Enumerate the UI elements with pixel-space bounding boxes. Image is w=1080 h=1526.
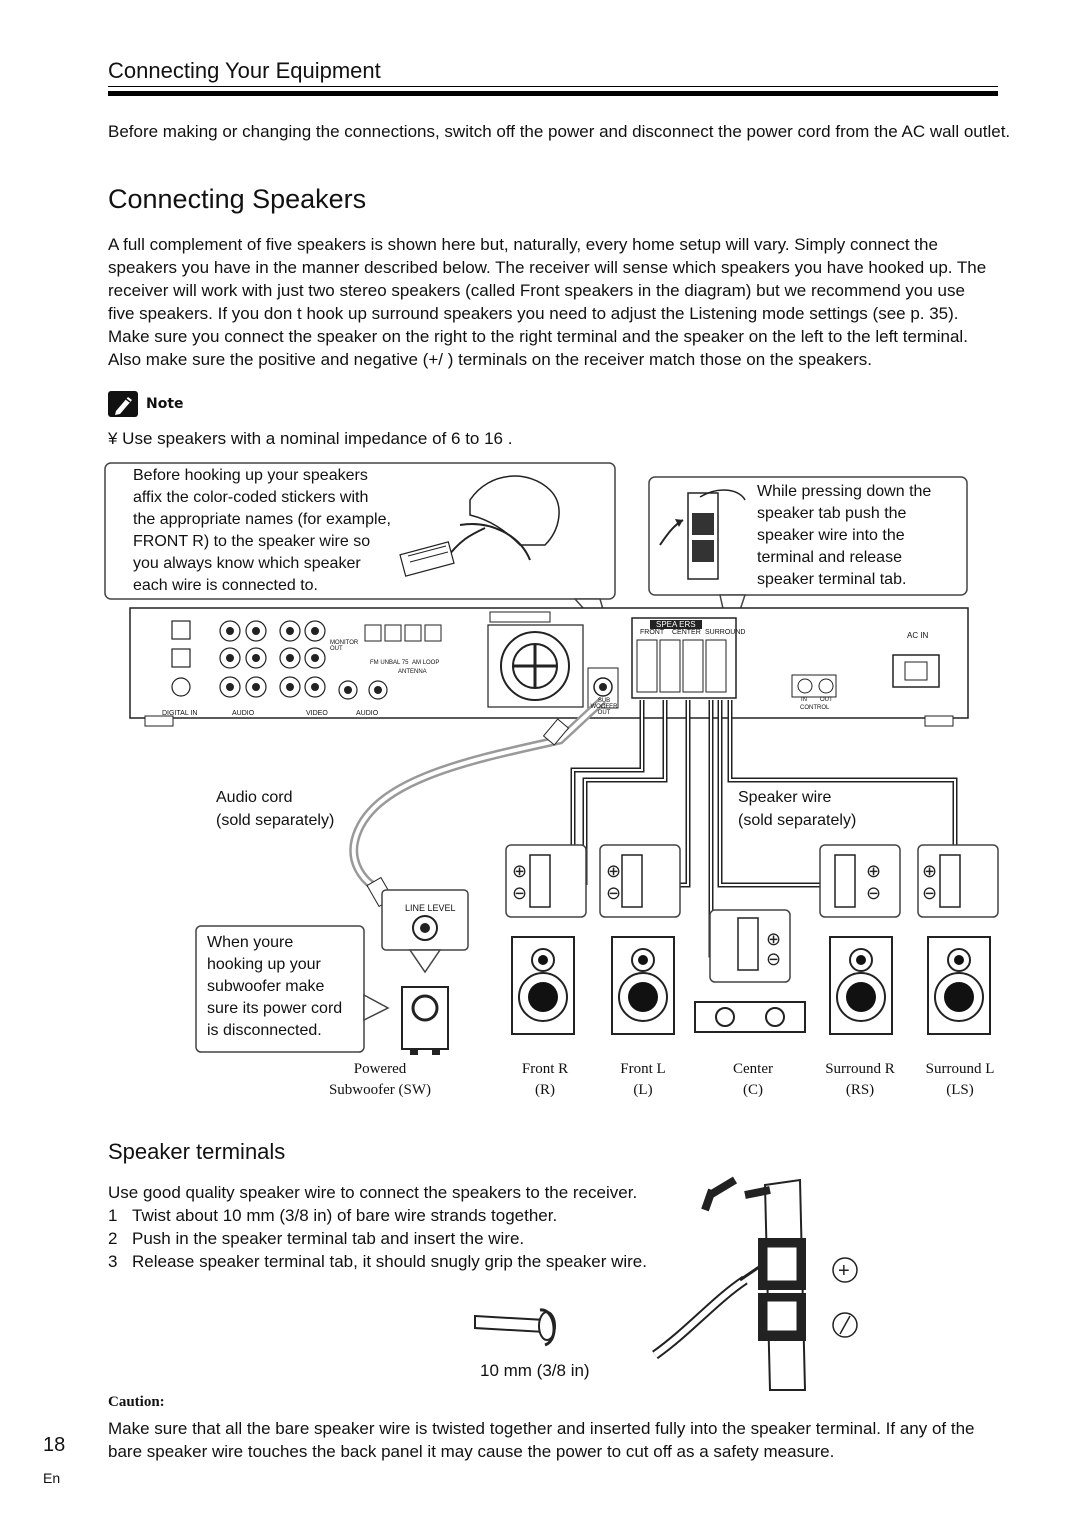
svg-text:⊖: ⊖ — [766, 949, 781, 969]
control-out-label: OUT — [820, 697, 833, 703]
page-heading: Connecting Speakers — [108, 184, 367, 214]
audio-panel-label: AUDIO — [232, 710, 255, 717]
surround-panel-label: SURROUND — [705, 629, 746, 636]
wire-length-label: 10 mm (3/8 in) — [480, 1361, 590, 1380]
language-marker: En — [43, 1470, 61, 1486]
speaker-label-surround-r: Surround R (RS) — [825, 1061, 895, 1098]
subwoofer-callout: When youre hooking up your subwoofer mak… — [207, 934, 343, 1039]
terminal-intro: Use good quality speaker wire to connect… — [108, 1183, 638, 1202]
svg-text:⊕: ⊕ — [866, 861, 881, 881]
fm-label: FM UNBAL 75 — [370, 660, 409, 666]
svg-text:⊕: ⊕ — [922, 861, 937, 881]
sticker-callout: Before hooking up your speakers affix th… — [133, 467, 391, 594]
control-label: CONTROL — [800, 705, 830, 711]
body-line: Make sure you connect the speaker on the… — [108, 327, 968, 346]
speaker-wire-label: Speaker wire (sold separately) — [738, 789, 857, 829]
svg-text:⊖: ⊖ — [866, 883, 881, 903]
body-line: speakers you have in the manner describe… — [108, 258, 987, 277]
terminal-tab-callout: While pressing down the speaker tab push… — [757, 483, 932, 588]
body-line: A full complement of five speakers is sh… — [108, 235, 938, 254]
speakers-panel-label: SPEA ERS — [650, 620, 702, 629]
note-pencil-icon — [108, 391, 138, 417]
svg-text:+: + — [838, 1260, 850, 1282]
note-item: ¥ Use speakers with a nominal impedance … — [108, 429, 513, 448]
audio2-panel-label: AUDIO — [356, 710, 379, 717]
body-line: receiver will work with just two stereo … — [108, 281, 965, 300]
body-paragraph: A full complement of five speakers is sh… — [108, 233, 986, 371]
speaker-label-center: Center (C) — [733, 1061, 773, 1098]
caution-label: Caution: — [108, 1394, 165, 1410]
subwoofer-out-label: SUB WOOFER OUT — [590, 698, 618, 716]
intro-paragraph: Before making or changing the connection… — [108, 122, 1011, 141]
svg-text:⊕: ⊕ — [766, 929, 781, 949]
title-rule-thick — [108, 91, 998, 96]
subheading: Speaker terminals — [108, 1139, 286, 1164]
center-panel-label: CENTER — [672, 629, 701, 636]
speaker-label-front-r: Front R (R) — [521, 1061, 569, 1098]
section-title: Connecting Your Equipment — [108, 58, 381, 83]
svg-text:⊕: ⊕ — [512, 861, 527, 881]
ac-in-label: AC IN — [907, 631, 929, 640]
digital-in-label: DIGITAL IN — [162, 710, 198, 717]
note-label: Note — [146, 396, 184, 412]
antenna-label: ANTENNA — [398, 669, 427, 675]
title-rule-thin — [108, 86, 998, 87]
monitor-out-label: MONITOR OUT — [330, 640, 359, 652]
am-label: AM LOOP — [412, 660, 440, 666]
video-panel-label: VIDEO — [306, 710, 328, 717]
line-level-label: LINE LEVEL — [405, 903, 456, 913]
body-line: Also make sure the positive and negative… — [108, 350, 872, 369]
body-line: five speakers. If you don t hook up surr… — [108, 304, 959, 323]
svg-text:⊖: ⊖ — [606, 883, 621, 903]
svg-text:⊕: ⊕ — [606, 861, 621, 881]
page-number: 18 — [43, 1434, 66, 1456]
svg-text:⊖: ⊖ — [922, 883, 937, 903]
front-panel-label: FRONT — [640, 629, 665, 636]
audio-cord-label: Audio cord (sold separately) — [216, 789, 335, 829]
control-in-label: IN — [801, 697, 807, 703]
speaker-label-subwoofer: Powered Subwoofer (SW) — [328, 1061, 432, 1098]
caution-text: Make sure that all the bare speaker wire… — [108, 1419, 975, 1461]
speaker-label-front-l: Front L (L) — [620, 1061, 666, 1098]
svg-text:⊖: ⊖ — [512, 883, 527, 903]
speaker-label-surround-l: Surround L (LS) — [925, 1061, 995, 1098]
